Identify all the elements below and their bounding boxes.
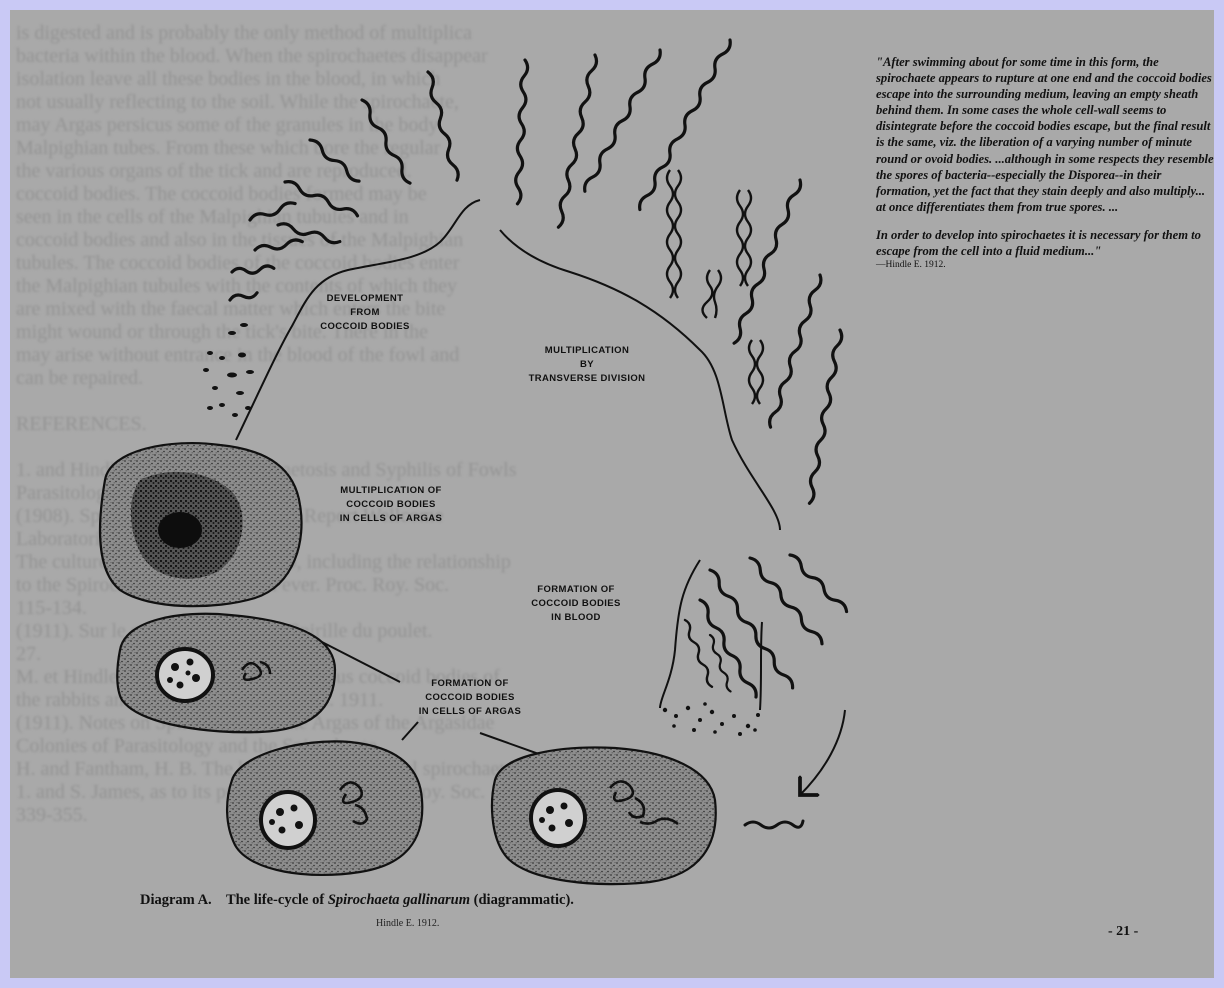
caption-species: Spirochaeta gallinarum — [328, 892, 470, 908]
argas-cell-3 — [227, 741, 422, 875]
caption-text-2: (diagrammatic). — [474, 892, 574, 908]
scanned-page: is digested and is probably the only met… — [10, 10, 1214, 978]
caption-prefix: Diagram A. — [140, 892, 212, 908]
quote-paragraph-2-text: In order to develop into spirochaetes it… — [876, 228, 1201, 258]
caption-attribution: Hindle E. 1912. — [376, 918, 439, 929]
argas-cell-1 — [100, 443, 301, 606]
argas-cell-4 — [492, 747, 716, 884]
quote-attribution: —Hindle E. 1912. — [876, 259, 1214, 271]
caption-text-1: The life-cycle of — [226, 892, 324, 908]
coccoid-dots-blood — [663, 702, 760, 736]
coccoid-dots-left — [203, 323, 254, 417]
beaded-chains — [667, 170, 763, 404]
diagram-caption: Diagram A. The life-cycle of Spirochaeta… — [140, 892, 574, 909]
quote-paragraph-1: "After swimming about for some time in t… — [876, 54, 1214, 215]
quote-block: "After swimming about for some time in t… — [876, 54, 1214, 271]
page-number: - 21 - — [1108, 924, 1138, 940]
quote-paragraph-2: In order to develop into spirochaetes it… — [876, 227, 1214, 271]
argas-cell-2 — [117, 614, 335, 732]
